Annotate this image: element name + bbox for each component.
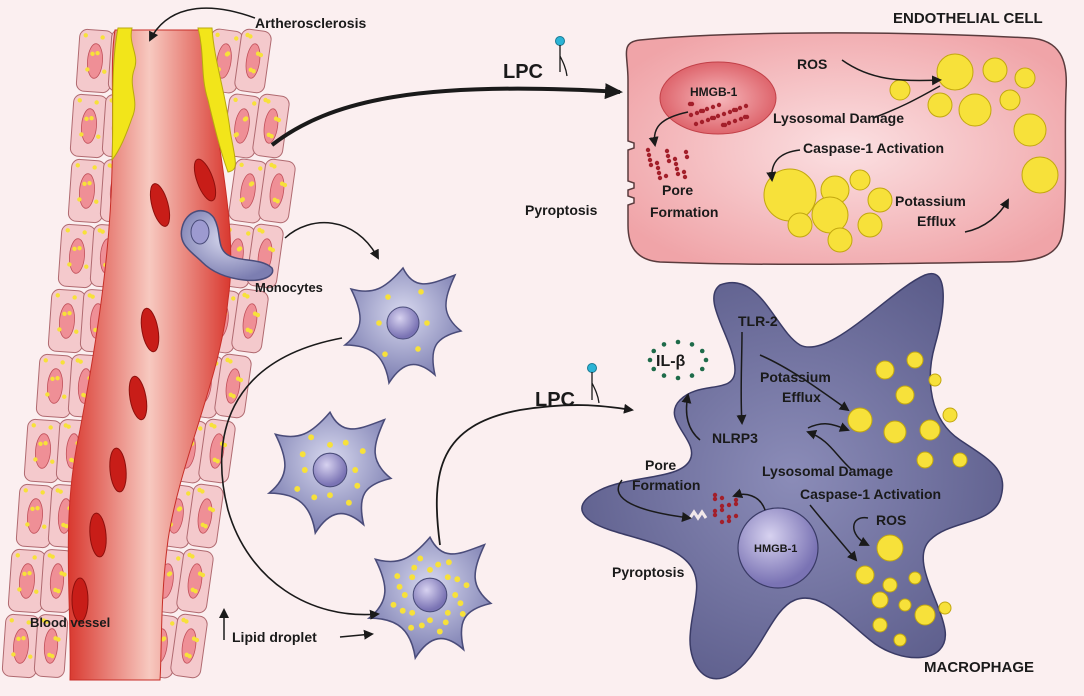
differentiating-monocytes — [266, 266, 493, 661]
potassium-bottom-line2: Efflux — [782, 389, 821, 405]
lysosomes-macrophage — [847, 351, 968, 647]
endothelial-wall-cell — [69, 93, 109, 159]
endothelial-title: ENDOTHELIAL CELL — [893, 10, 1043, 27]
caspase-bottom-label: Caspase-1 Activation — [800, 486, 941, 502]
blood-vessel — [1, 27, 296, 681]
endothelial-wall-cell — [228, 158, 268, 224]
nlrp3-label: NLRP3 — [712, 430, 758, 446]
endothelial-wall-cell — [47, 288, 87, 354]
lpc-molecule-bottom: LPC — [535, 363, 600, 411]
lysosomes-top — [763, 53, 1059, 253]
plaque-right — [197, 27, 236, 173]
pyroptosis-bottom-label: Pyroptosis — [612, 564, 685, 580]
endothelial-wall-cell — [231, 288, 269, 354]
hmgb1-dots-released-top — [645, 147, 690, 181]
endothelial-wall-cell — [170, 613, 208, 679]
endothelial-wall-cell — [234, 28, 272, 94]
pore-formation-bottom-line2: Formation — [632, 477, 700, 493]
endothelial-wall-cell — [57, 223, 97, 289]
potassium-top-line2: Efflux — [917, 213, 956, 229]
endothelial-arrows — [648, 59, 1009, 233]
potassium-top-line1: Potassium — [895, 193, 966, 209]
il-beta-dots — [647, 339, 709, 381]
monocyte-cell — [266, 410, 393, 536]
macrophage-arrows — [617, 331, 870, 562]
endothelial-wall-cell — [33, 614, 69, 678]
endothelial-wall-cell — [75, 28, 115, 94]
endothelial-wall-cell — [258, 158, 296, 224]
monocyte-cell — [342, 266, 463, 386]
endothelial-wall-cell — [252, 93, 290, 159]
endothelial-wall-cell — [67, 158, 107, 224]
endothelial-wall-cell — [214, 353, 252, 419]
macrophage-title: MACROPHAGE — [924, 659, 1034, 676]
ros-top-label: ROS — [797, 56, 827, 72]
monocyte-cell — [366, 535, 493, 661]
macrophage-nucleus — [737, 507, 819, 589]
monocyte-to-macrophage-arrow — [284, 221, 379, 260]
hmgb1-bottom-label: HMGB-1 — [754, 543, 797, 555]
endothelial-wall-cell — [23, 418, 63, 484]
macrophage-membrane — [581, 272, 1004, 680]
differentiation-arrow — [220, 337, 380, 620]
lpc-bottom-label: LPC — [535, 389, 575, 411]
lysosomal-damage-top-label: Lysosomal Damage — [773, 110, 904, 126]
red-blood-cells — [71, 158, 217, 623]
tlr2-label: TLR-2 — [738, 313, 778, 329]
endothelial-wall-cell — [198, 418, 236, 484]
blood-vessel-label: Blood vessel — [30, 615, 110, 630]
endothelial-wall-cell — [35, 353, 75, 419]
vessel-to-endothelial-arrow — [270, 83, 623, 147]
foam-cell-to-macrophage-arrow — [435, 403, 634, 546]
lipid-droplet-pointer — [339, 629, 374, 640]
pore-formation-bottom-line1: Pore — [645, 457, 676, 473]
pore-formation-top-line1: Pore — [662, 182, 693, 198]
macrophage — [581, 272, 1004, 680]
lpc-molecule-top: LPC — [503, 36, 568, 83]
monocytes-label: Monocytes — [255, 280, 323, 295]
pore-formation-top-line2: Formation — [650, 204, 718, 220]
plaque-left — [111, 27, 137, 162]
pyroptosis-top-label: Pyroptosis — [525, 202, 598, 218]
caspase-top-label: Caspase-1 Activation — [803, 140, 944, 156]
lysosomal-damage-bottom-label: Lysosomal Damage — [762, 463, 893, 479]
endothelial-wall-cell — [15, 483, 55, 549]
il-beta-label: IL-β — [656, 353, 686, 370]
potassium-bottom-line1: Potassium — [760, 369, 831, 385]
artherosclerosis-arrow — [149, 7, 256, 42]
artherosclerosis-label: Artherosclerosis — [255, 15, 366, 31]
endothelial-cell — [625, 32, 1068, 266]
macrophage-pore — [688, 509, 708, 521]
endothelial-wall-cell — [186, 483, 224, 549]
endothelial-wall-cell — [176, 548, 214, 614]
lpc-top-label: LPC — [503, 61, 543, 83]
hmgb1-dots-released-macrophage — [712, 492, 739, 525]
endothelial-wall-cell — [39, 549, 75, 613]
lipid-droplet-label: Lipid droplet — [232, 629, 317, 645]
hmgb1-dots-nucleus-top — [687, 101, 750, 128]
vessel-right-wall — [140, 28, 296, 679]
endothelial-wall-cell — [7, 548, 47, 614]
hmgb1-top-label: HMGB-1 — [690, 85, 738, 99]
monocyte-nucleus — [190, 219, 210, 245]
ros-bottom-label: ROS — [876, 512, 906, 528]
endothelial-wall-cell — [1, 613, 41, 679]
